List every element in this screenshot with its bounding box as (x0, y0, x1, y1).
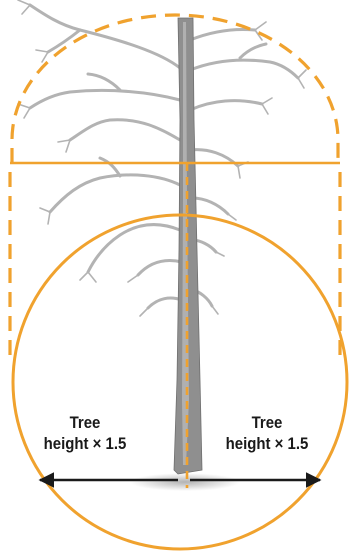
right-label-line2: height × 1.5 (210, 433, 324, 454)
right-distance-label: Tree height × 1.5 (210, 412, 324, 454)
ground-shadow (130, 473, 240, 491)
left-distance-label: Tree height × 1.5 (28, 412, 142, 454)
left-label-line1: Tree (28, 412, 142, 433)
right-label-line1: Tree (210, 412, 324, 433)
left-label-line2: height × 1.5 (28, 433, 142, 454)
dead-tree-branches (18, 0, 306, 316)
